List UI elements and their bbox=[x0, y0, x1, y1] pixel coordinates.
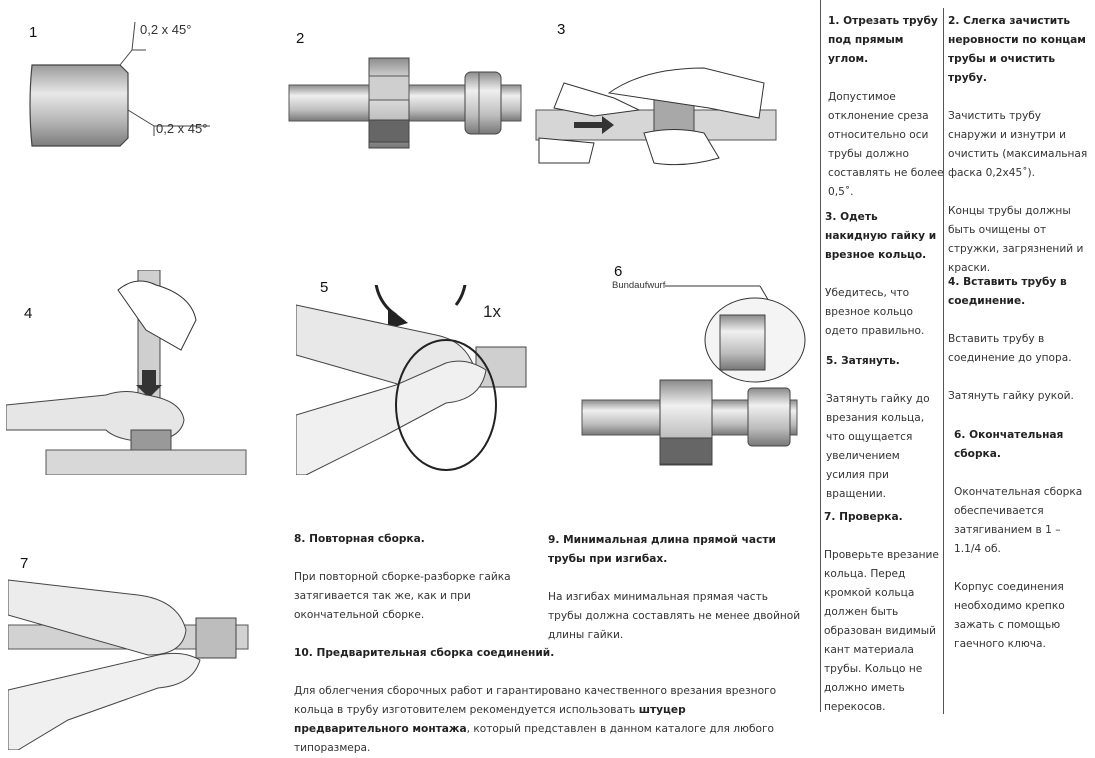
step-7-block: 7. Проверка. Проверьте врезание кольца. … bbox=[824, 508, 942, 717]
fig5-rotation-label: 1x bbox=[483, 302, 501, 321]
figure-number-7: 7 bbox=[20, 555, 29, 572]
column-divider-middle bbox=[943, 8, 944, 714]
step-6-title: 6. Окончательная сборка. bbox=[954, 429, 1064, 460]
step-1-title: 1. Отрезать трубу под прямым углом. bbox=[828, 15, 938, 65]
step-3-block: 3. Одеть накидную гайку и врезное кольцо… bbox=[825, 208, 943, 341]
step-4-block: 4. Вставить трубу в соединение. Вставить… bbox=[948, 273, 1088, 406]
step-5-block: 5. Затянуть. Затянуть гайку до врезания … bbox=[826, 352, 942, 504]
fig1-dimension-top: 0,2 x 45° bbox=[140, 22, 192, 37]
figure-number-1: 1 bbox=[29, 24, 38, 41]
step-7-title: 7. Проверка. bbox=[824, 511, 903, 523]
step-5-title: 5. Затянуть. bbox=[826, 355, 900, 367]
step-6-text-1: Окончательная сборка обеспечивается затя… bbox=[954, 486, 1083, 555]
step-4-text-2: Затянуть гайку рукой. bbox=[948, 390, 1074, 402]
step-8-title: 8. Повторная сборка. bbox=[294, 533, 425, 545]
step-2-title: 2. Слегка зачистить неровности по концам… bbox=[948, 15, 1086, 84]
step-4-text-1: Вставить трубу в соединение до упора. bbox=[948, 333, 1072, 364]
step-9-title: 9. Минимальная длина прямой части трубы … bbox=[548, 534, 776, 565]
step-6-block: 6. Окончательная сборка. Окончательная с… bbox=[954, 426, 1088, 654]
step-9-block: 9. Минимальная длина прямой части трубы … bbox=[548, 531, 803, 645]
figure-2-nut-and-ring bbox=[285, 50, 525, 160]
figure-1-pipe-chamfer bbox=[20, 10, 260, 190]
step-10-text-bold: штуцер предварительного монтажа bbox=[294, 704, 686, 735]
step-1-text: Допустимое отклонение среза относительно… bbox=[828, 91, 944, 198]
step-10-text-b: , который представлен в данном каталоге … bbox=[294, 723, 775, 754]
step-10-text-a: Для облегчения сборочных работ и гаранти… bbox=[294, 685, 777, 716]
figure-number-5: 5 bbox=[320, 279, 329, 296]
step-4-title: 4. Вставить трубу в соединение. bbox=[948, 276, 1067, 307]
step-2-text-1: Зачистить трубу снаружи и изнутри и очис… bbox=[948, 110, 1088, 179]
figure-number-4: 4 bbox=[24, 305, 33, 322]
step-6-text-2: Корпус соединения необходимо крепко зажа… bbox=[954, 581, 1065, 650]
column-divider-left bbox=[820, 0, 821, 712]
step-8-text: При повторной сборке-разборке гайка затя… bbox=[294, 571, 511, 621]
step-3-title: 3. Одеть накидную гайку и врезное кольцо… bbox=[825, 211, 937, 261]
figure-number-2: 2 bbox=[296, 30, 305, 47]
figure-6-cut-ring-detail bbox=[580, 280, 820, 475]
figure-5-final-tightening bbox=[296, 285, 546, 475]
step-2-text-2: Концы трубы должны быть очищены от струж… bbox=[948, 205, 1084, 274]
fig6-callout-label: Bundaufwurf bbox=[612, 280, 666, 291]
step-1-block: 1. Отрезать трубу под прямым углом. Допу… bbox=[828, 12, 946, 202]
step-7-text: Проверьте врезание кольца. Перед кромкой… bbox=[824, 549, 939, 713]
figure-number-6: 6 bbox=[614, 263, 623, 280]
step-2-block: 2. Слегка зачистить неровности по концам… bbox=[948, 12, 1088, 278]
figure-4-wrench-on-body bbox=[6, 270, 251, 475]
step-10-title: 10. Предварительная сборка соединений. bbox=[294, 647, 555, 659]
step-8-block: 8. Повторная сборка. При повторной сборк… bbox=[294, 530, 532, 625]
figure-3-hands-inserting-pipe bbox=[534, 38, 779, 173]
step-10-text: Для облегчения сборочных работ и гаранти… bbox=[294, 682, 799, 758]
step-9-text: На изгибах минимальная прямая часть труб… bbox=[548, 591, 801, 641]
figure-number-3: 3 bbox=[557, 21, 566, 38]
step-5-text: Затянуть гайку до врезания кольца, что о… bbox=[826, 393, 930, 500]
step-3-text: Убедитесь, что врезное кольцо одето прав… bbox=[825, 287, 925, 337]
step-10-block: 10. Предварительная сборка соединений. Д… bbox=[294, 644, 799, 758]
fig1-dimension-bottom: 0,2 x 45° bbox=[156, 121, 208, 136]
figure-7-inspection-wrenches bbox=[8, 560, 253, 750]
